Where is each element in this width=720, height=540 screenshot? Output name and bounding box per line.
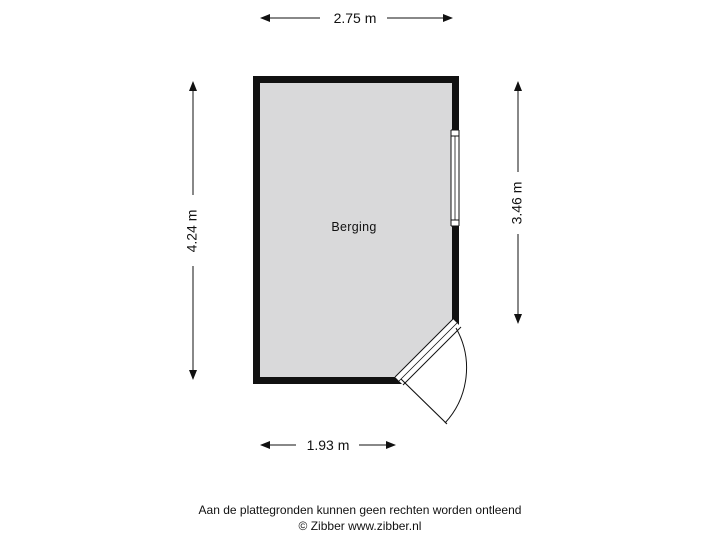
room-label: Berging <box>331 220 376 234</box>
dimension-bottom: 1.93 m <box>260 437 396 453</box>
dimension-right: 3.46 m <box>509 81 525 324</box>
dimension-left: 4.24 m <box>184 81 200 380</box>
door-leaf <box>400 378 448 425</box>
door-swing-arc <box>444 327 468 424</box>
footer-copyright: © Zibber www.zibber.nl <box>298 519 422 533</box>
dimension-bottom-label: 1.93 m <box>307 437 350 453</box>
room-walls <box>253 76 459 384</box>
footer-disclaimer: Aan de plattegronden kunnen geen rechten… <box>198 503 522 517</box>
room-floor <box>260 83 452 377</box>
dimension-left-label: 4.24 m <box>184 210 200 253</box>
window-right <box>450 129 460 227</box>
dimension-top-label: 2.75 m <box>334 10 377 26</box>
dimension-right-label: 3.46 m <box>509 182 525 225</box>
dimension-top: 2.75 m <box>260 10 453 26</box>
door <box>394 318 468 425</box>
